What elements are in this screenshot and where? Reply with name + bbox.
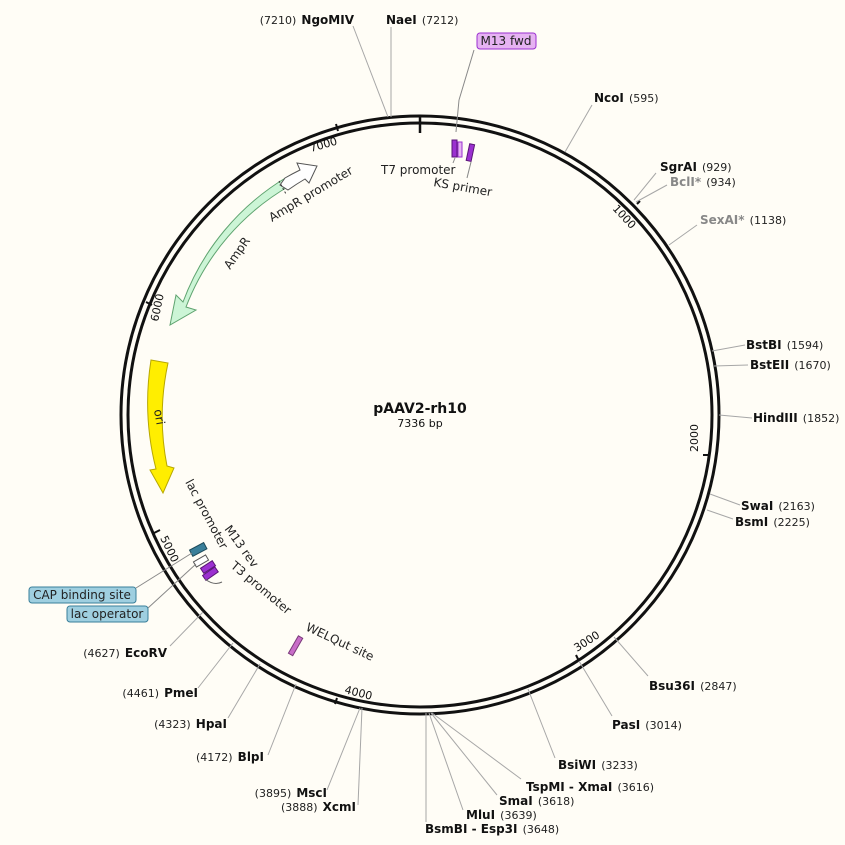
enzyme-label-naei[interactable]: NaeI (7212) [386,9,458,28]
m13-fwd-leader-2 [455,99,460,133]
t3-promoter-arc [204,578,223,584]
m13-fwd-leader [458,49,475,101]
enzyme-label-bsu36i[interactable]: Bsu36I (2847) [649,675,737,694]
ori-arrow[interactable] [147,359,175,495]
enzyme-label-blpi[interactable]: (4172) BlpI [196,746,264,765]
plasmid-length: 7336 bp [397,417,442,430]
cap-binding-box[interactable] [28,586,137,604]
t7-leader [452,157,456,164]
svg-text:BstEII (1670): BstEII (1670) [750,354,831,373]
svg-text:SmaI (3618): SmaI (3618) [499,790,574,809]
enzyme-label-pasi[interactable]: PasI (3014) [612,714,682,733]
enzyme-leaders [169,25,753,822]
ampr-promoter-dash [278,180,287,195]
svg-text:Bsu36I (2847): Bsu36I (2847) [649,675,737,694]
enzyme-label-mlui[interactable]: MluI (3639) [466,804,537,823]
enzyme-label-pmei[interactable]: (4461) PmeI [122,682,198,701]
ks-primer-label: KS primer [432,175,493,199]
enzyme-label-sexai[interactable]: SexAI* (1138) [700,209,786,228]
svg-text:2000: 2000 [688,424,701,452]
tick-2000: 2000 [688,424,710,456]
ampr-promoter-arrow[interactable] [279,162,318,191]
enzyme-label-ncoi[interactable]: NcoI (595) [594,87,659,106]
svg-text:BstBI (1594): BstBI (1594) [746,334,823,353]
svg-text:(4323) HpaI: (4323) HpaI [154,713,227,732]
m13-fwd-box[interactable] [476,32,537,50]
enzyme-label-ngomiv[interactable]: (7210) NgoMIV [260,9,355,28]
svg-text:(3895) MscI: (3895) MscI [255,782,327,801]
ampr-arrow[interactable] [169,176,292,326]
svg-text:SexAI* (1138): SexAI* (1138) [700,209,786,228]
m13-rev-mark[interactable] [199,559,217,575]
welqut-label: WELQut site [304,620,376,664]
enzyme-label-sgrai[interactable]: SgrAI (929) [660,156,732,175]
enzyme-label-tspmi-xmai[interactable]: TspMI - XmaI (3616) [526,776,654,795]
svg-text:7000: 7000 [308,135,338,155]
enzyme-label-bstbi[interactable]: BstBI (1594) [746,334,823,353]
enzyme-label-bsmbi-esp3i[interactable]: BsmBI - Esp3I (3648) [425,818,559,837]
enzyme-label-xcmi[interactable]: (3888) XcmI [281,796,356,815]
svg-text:BsiWI (3233): BsiWI (3233) [558,754,638,773]
lac-promoter-label: lac promoter [182,477,230,551]
enzyme-label-bsteii[interactable]: BstEII (1670) [750,354,831,373]
svg-text:3000: 3000 [572,628,603,654]
enzyme-label-hindiii[interactable]: HindIII (1852) [753,407,839,426]
enzyme-label-smai[interactable]: SmaI (3618) [499,790,574,809]
welqut-site-mark[interactable] [287,635,304,657]
enzyme-label-bsiwi[interactable]: BsiWI (3233) [558,754,638,773]
svg-text:(4461) PmeI: (4461) PmeI [122,682,198,701]
t7-promoter-box [457,141,463,158]
svg-text:(4172) BlpI: (4172) BlpI [196,746,264,765]
enzyme-label-bsmi[interactable]: BsmI (2225) [735,511,810,530]
lac-operator-box[interactable] [66,605,149,623]
svg-text:BsmBI - Esp3I (3648): BsmBI - Esp3I (3648) [425,818,559,837]
cap-binding-label: CAP binding site [33,588,131,602]
enzyme-label-swai[interactable]: SwaI (2163) [741,495,815,514]
svg-text:SgrAI (929): SgrAI (929) [660,156,732,175]
svg-text:MluI (3639): MluI (3639) [466,804,537,823]
svg-text:(7210) NgoMIV: (7210) NgoMIV [260,9,355,28]
t7-promoter-mark[interactable] [451,139,458,158]
t7-promoter-label: T7 promoter [380,163,456,177]
svg-text:NaeI (7212): NaeI (7212) [386,9,458,28]
svg-text:(4627) EcoRV: (4627) EcoRV [83,642,167,661]
svg-text:NcoI (595): NcoI (595) [594,87,659,106]
svg-text:PasI (3014): PasI (3014) [612,714,682,733]
cap-binding-site-mark[interactable] [188,541,208,557]
ori-label: ori [151,408,167,426]
plasmid-name: pAAV2-rh10 [373,401,467,417]
enzyme-label-bcli[interactable]: BclI* (934) [670,171,736,190]
enzyme-label-msci[interactable]: (3895) MscI [255,782,327,801]
svg-text:SwaI (2163): SwaI (2163) [741,495,815,514]
lac-operator-leader [147,563,197,609]
tick-6000: 6000 [145,293,167,323]
enzyme-label-hpai[interactable]: (4323) HpaI [154,713,227,732]
svg-text:6000: 6000 [148,293,167,323]
ks-primer-mark[interactable] [465,143,476,163]
m13-fwd-label: M13 fwd [481,34,532,48]
svg-text:(3888) XcmI: (3888) XcmI [281,796,356,815]
svg-text:HindIII (1852): HindIII (1852) [753,407,839,426]
ks-leader [466,161,472,179]
svg-text:BclI* (934): BclI* (934) [670,171,736,190]
lac-operator-label: lac operator [71,607,144,621]
enzyme-label-ecorv[interactable]: (4627) EcoRV [83,642,167,661]
t3-promoter-label: T3 promoter [227,558,294,617]
svg-text:BsmI (2225): BsmI (2225) [735,511,810,530]
t3-promoter-mark[interactable] [201,566,219,582]
svg-text:TspMI - XmaI (3616): TspMI - XmaI (3616) [526,776,654,795]
cap-binding-leader [135,552,193,589]
